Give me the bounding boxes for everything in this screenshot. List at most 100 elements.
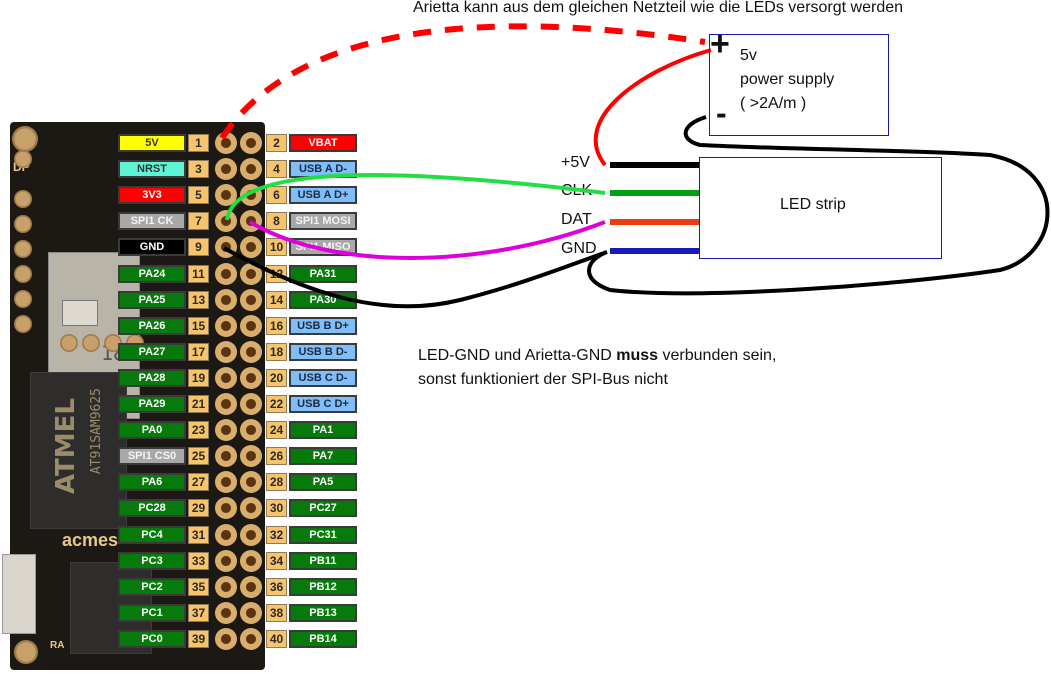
pin-label: PA26 [118, 316, 186, 335]
header-pad [215, 549, 237, 572]
gnd-note-pre: LED-GND und Arietta-GND [418, 347, 617, 364]
pin-label: 5V [118, 134, 186, 152]
pin-number: 10 [266, 238, 287, 257]
pin-number: 40 [266, 629, 287, 648]
pin-label: PB12 [289, 577, 357, 596]
pin-label: PC31 [289, 525, 357, 544]
pin-label: PA28 [118, 368, 186, 387]
pin-label: SPI1 MOSI [289, 212, 357, 231]
pin-label: PA7 [289, 447, 357, 466]
power-supply-box: + - 5v power supply ( >2A/m ) [709, 25, 889, 136]
header-pad [215, 445, 237, 468]
header-pad [215, 471, 237, 494]
pin-label: PC28 [118, 499, 186, 518]
pin-number: 24 [266, 421, 287, 440]
pin-label: USB C D+ [289, 395, 357, 413]
edge-pad [14, 190, 32, 208]
gnd-note-post: verbunden sein, [658, 347, 777, 364]
pin-label: USB A D- [289, 160, 357, 179]
pin-label: PB11 [289, 551, 357, 570]
pin-number: 5 [188, 186, 209, 205]
board-brand: acmes [62, 530, 119, 550]
pin-label-gnd: GND [561, 240, 597, 257]
pin-number: 20 [266, 368, 287, 387]
pin-label-clk: CLK [561, 182, 593, 199]
header-pad [240, 288, 262, 311]
header-pad [215, 601, 237, 624]
header-pad [215, 314, 237, 337]
chip-logo: ATMEL [51, 398, 81, 495]
edge-pad [104, 334, 122, 352]
pin-number: 33 [188, 551, 209, 570]
pin-label: NRST [118, 160, 186, 179]
pin-number: 27 [188, 473, 209, 492]
pin-number: 14 [266, 290, 287, 309]
wire-optional-5v [219, 23, 706, 140]
header-pad [215, 158, 237, 181]
header-pad [240, 575, 262, 598]
pin-label: VBAT [289, 134, 357, 152]
wire-ps-plus [593, 48, 712, 167]
pin-number: 37 [188, 603, 209, 622]
pin-number: 36 [266, 577, 287, 596]
edge-pad [14, 215, 32, 233]
pin-label: PC4 [118, 525, 186, 544]
edge-pad [14, 265, 32, 283]
header-pad [215, 340, 237, 363]
header-pad [240, 132, 262, 154]
pin-number: 13 [188, 290, 209, 309]
header-pad [240, 314, 262, 337]
chip-model: AT91SAM9625 [89, 388, 104, 475]
pin-number: 22 [266, 395, 287, 413]
header-pad [240, 445, 262, 468]
led-strip-box: LED strip [699, 157, 942, 259]
pin-label: USB A D+ [289, 186, 357, 205]
pin-number: 34 [266, 551, 287, 570]
pin-number: 15 [188, 316, 209, 335]
pin-number: 8 [266, 212, 287, 231]
header-pad [215, 262, 237, 285]
pin-number: 30 [266, 499, 287, 518]
header-pad [215, 288, 237, 311]
header-pad [240, 419, 262, 442]
pin-label: PB13 [289, 603, 357, 622]
pin-number: 19 [188, 368, 209, 387]
pin-label: PA6 [118, 473, 186, 492]
pin-label: USB B D+ [289, 316, 357, 335]
header-pad [215, 575, 237, 598]
header-pad [215, 523, 237, 546]
pin-label: PA30 [289, 290, 357, 309]
edge-pad [14, 150, 32, 168]
pin-label: PC3 [118, 551, 186, 570]
header-pad [240, 158, 262, 181]
pin-label: SPI1 CK [118, 212, 186, 231]
pin-number: 3 [188, 160, 209, 179]
ps-title: power supply [740, 71, 835, 88]
pin-number: 17 [188, 342, 209, 361]
edge-pad [14, 290, 32, 308]
pin-label: PC1 [118, 603, 186, 622]
pin-number: 16 [266, 316, 287, 335]
pin-label: PC27 [289, 499, 357, 518]
pin-number: 12 [266, 264, 287, 283]
header-pad [240, 366, 262, 389]
header-pad [215, 132, 237, 154]
pin-number: 4 [266, 160, 287, 179]
header-pad [240, 549, 262, 572]
pin-label: SPI1 MISO [289, 238, 357, 257]
ra-label: RA [50, 640, 65, 651]
header-pad [215, 497, 237, 520]
reset-button[interactable] [2, 554, 36, 634]
pin-number: 29 [188, 499, 209, 518]
gnd-note-line2: sonst funktioniert der SPI-Bus nicht [418, 371, 668, 388]
pin-label: PB14 [289, 629, 357, 648]
pin-number: 38 [266, 603, 287, 622]
pin-label: PA31 [289, 264, 357, 283]
pin-number: 26 [266, 447, 287, 466]
pin-number: 21 [188, 395, 209, 413]
pin-label-5v: +5V [561, 154, 590, 171]
pin-number: 28 [266, 473, 287, 492]
pin-number: 7 [188, 212, 209, 231]
cpu-chip: ATMEL AT91SAM9625 [30, 372, 127, 529]
pin-number: 35 [188, 577, 209, 596]
